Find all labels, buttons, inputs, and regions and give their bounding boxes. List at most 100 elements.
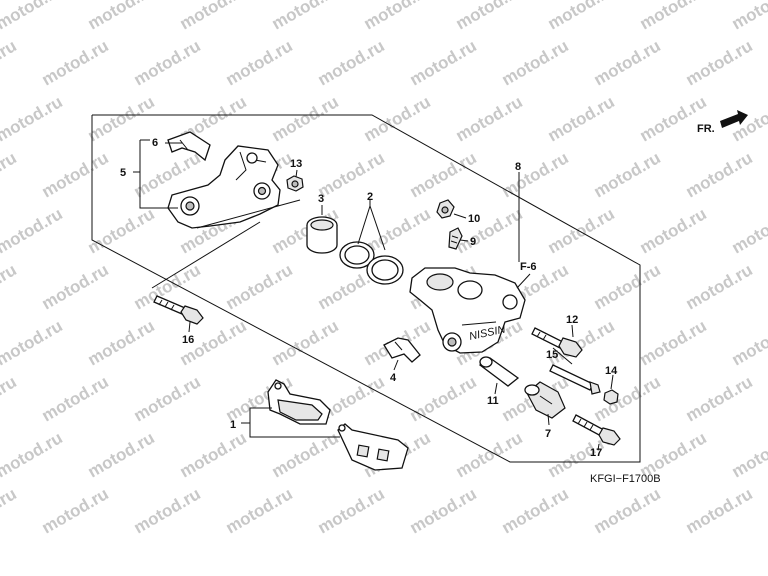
watermark-text: motod.ru (315, 36, 388, 89)
piston-seal-set (339, 241, 404, 285)
cross-reference-label: F-6 (520, 261, 537, 273)
watermark-text: motod.ru (407, 36, 480, 89)
callout-4: 4 (390, 372, 397, 384)
caliper-piston (306, 216, 338, 254)
watermark-text: motod.ru (0, 0, 66, 33)
watermark-text: motod.ru (85, 92, 158, 145)
watermark-text: motod.ru (453, 0, 526, 33)
watermark-text: motod.ru (0, 260, 20, 313)
callout-8: 8 (515, 161, 521, 173)
watermark-text: motod.ru (177, 0, 250, 33)
callout-3: 3 (318, 193, 324, 205)
watermark-text: motod.ru (499, 148, 572, 201)
watermark-text: motod.ru (0, 484, 20, 537)
watermark-text: motod.ru (591, 260, 664, 313)
watermark-text: motod.ru (0, 428, 66, 481)
watermark-text: motod.ru (269, 0, 342, 33)
watermark-text: motod.ru (223, 36, 296, 89)
watermark-text: motod.ru (683, 148, 756, 201)
watermark-text: motod.ru (499, 484, 572, 537)
watermark-text: motod.ru (637, 0, 710, 33)
leader-lines (133, 139, 614, 451)
watermark-text: motod.ru (177, 428, 250, 481)
callout-15: 15 (546, 349, 558, 361)
watermark-text: motod.ru (39, 36, 112, 89)
watermark-text: motod.ru (131, 484, 204, 537)
watermark-text: motod.ru (0, 316, 66, 369)
watermark-text: motod.ru (545, 92, 618, 145)
watermark-text: motod.ru (729, 0, 768, 33)
watermark-text: motod.ru (591, 484, 664, 537)
callout-12: 12 (566, 314, 578, 326)
watermark-text: motod.ru (0, 36, 20, 89)
brake-pad-set (267, 379, 409, 471)
watermark-text: motod.ru (637, 204, 710, 257)
watermark-text: motod.ru (545, 204, 618, 257)
watermark-text: motod.ru (453, 92, 526, 145)
callout-9: 9 (470, 236, 476, 248)
watermark-text: motod.ru (637, 316, 710, 369)
bracket-bolt (153, 295, 204, 325)
direction-label: FR. (697, 123, 715, 135)
watermark-text: motod.ru (499, 36, 572, 89)
watermark-text: motod.ru (269, 92, 342, 145)
caliper-bracket (167, 145, 281, 229)
watermark-text: motod.ru (729, 204, 768, 257)
bleed-screw (448, 227, 463, 250)
watermark-text: motod.ru (637, 92, 710, 145)
callouts: 1 2 3 4 5 6 7 8 9 10 11 12 13 14 15 16 1… (120, 137, 618, 459)
watermark-text: motod.ru (85, 428, 158, 481)
callout-2: 2 (367, 191, 373, 203)
watermark-text: motod.ru (85, 204, 158, 257)
arrow-icon (720, 110, 748, 128)
callout-11: 11 (487, 395, 499, 407)
bleed-cap (436, 199, 455, 219)
front-direction-indicator: FR. (697, 110, 748, 135)
watermark-text: motod.ru (0, 204, 66, 257)
callout-16: 16 (182, 334, 194, 346)
callout-6: 6 (152, 137, 158, 149)
watermark-text: motod.ru (315, 484, 388, 537)
watermark-text: motod.ru (683, 36, 756, 89)
watermark-text: motod.ru (729, 316, 768, 369)
slide-pin-bolt-lower (572, 414, 621, 446)
callout-17: 17 (590, 447, 602, 459)
slide-sleeve (478, 356, 520, 387)
watermark-text: motod.ru (269, 428, 342, 481)
watermark-text: motod.ru (223, 484, 296, 537)
watermark-text: motod.ru (131, 372, 204, 425)
watermark-text: motod.ru (0, 372, 20, 425)
bleed-nut (286, 175, 304, 192)
watermark-text: motod.ru (545, 0, 618, 33)
watermark-text: motod.ru (729, 428, 768, 481)
watermark-text: motod.ru (361, 92, 434, 145)
watermark-text: motod.ru (683, 260, 756, 313)
watermark-text: motod.ru (683, 372, 756, 425)
watermark-text: motod.ru (0, 92, 66, 145)
watermark-text: motod.ru (39, 260, 112, 313)
watermark-text: motod.ru (591, 36, 664, 89)
pad-retainer (383, 337, 421, 363)
pin-boot (524, 381, 566, 419)
watermark-text: motod.ru (39, 484, 112, 537)
slide-pin (549, 364, 601, 395)
small-nut (603, 389, 619, 405)
pad-spring-clip (167, 131, 211, 162)
watermark-text: motod.ru (85, 316, 158, 369)
watermark-text: motod.ru (0, 148, 20, 201)
watermark-text: motod.ru (591, 372, 664, 425)
diagram-code: KFGI−F1700B (590, 473, 661, 485)
watermark-text: motod.ru (39, 372, 112, 425)
caliper-body: NISSIN (409, 267, 526, 354)
watermark-text: motod.ru (453, 428, 526, 481)
watermark-text: motod.ru (223, 260, 296, 313)
watermark-text: motod.ru (269, 316, 342, 369)
frame-outline (91, 114, 641, 463)
watermark-text: motod.ru (407, 148, 480, 201)
watermark-text: motod.ru (683, 484, 756, 537)
callout-13: 13 (290, 158, 302, 170)
callout-1: 1 (230, 419, 236, 431)
watermark-text: motod.ru (85, 0, 158, 33)
